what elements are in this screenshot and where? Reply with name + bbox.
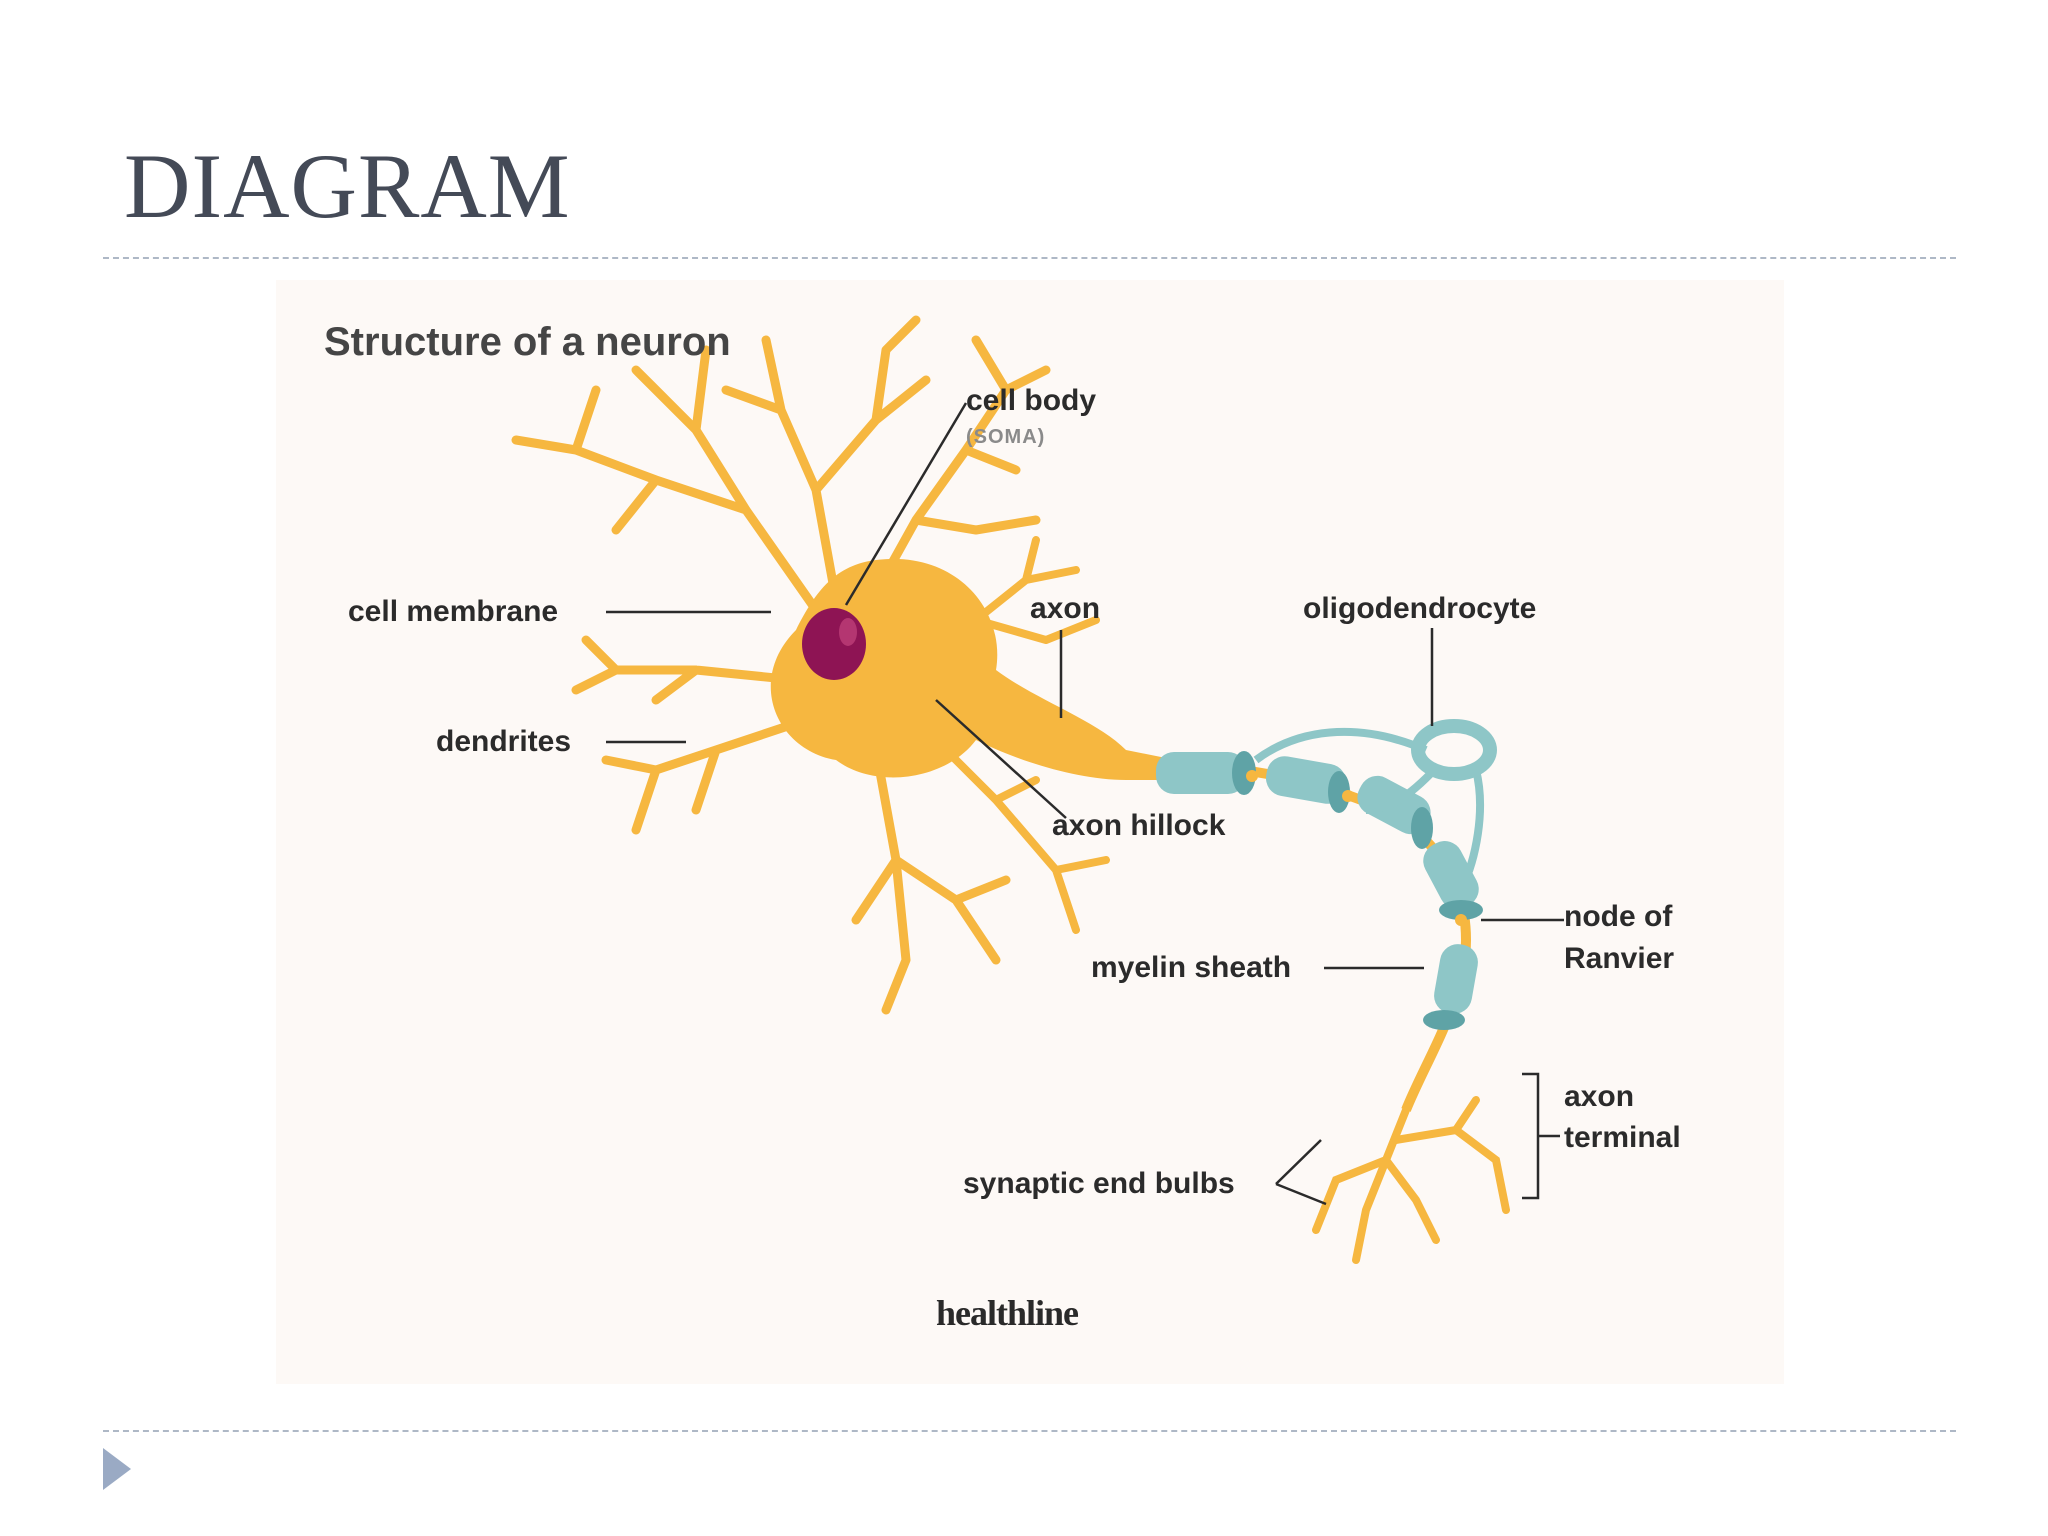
healthline-logo: healthline bbox=[936, 1293, 1079, 1333]
footer-divider bbox=[103, 1430, 1956, 1432]
label-synaptic-end-bulbs: synaptic end bulbs bbox=[963, 1167, 1235, 1200]
ranvier-nodes-graphic bbox=[1246, 770, 1467, 926]
bullet-arrow-icon bbox=[103, 1448, 131, 1490]
slide-title: DIAGRAM bbox=[124, 135, 571, 237]
label-node-of-ranvier-2: Ranvier bbox=[1564, 942, 1675, 975]
figure-title: Structure of a neuron bbox=[324, 320, 731, 364]
neuron-diagram: Structure of a neuron cell body (SOMA) c… bbox=[276, 280, 1784, 1384]
dendrites-graphic bbox=[511, 315, 1110, 1015]
leader-lines bbox=[606, 402, 1564, 1206]
oligodendrocyte-graphic bbox=[1253, 719, 1497, 892]
label-myelin-sheath: myelin sheath bbox=[1091, 951, 1292, 984]
label-oligodendrocyte: oligodendrocyte bbox=[1303, 592, 1537, 625]
myelin-sheath-graphic bbox=[1156, 751, 1483, 1030]
label-axon: axon bbox=[1030, 592, 1101, 625]
label-axon-terminal-2: terminal bbox=[1564, 1121, 1681, 1154]
label-cell-body: cell body bbox=[966, 384, 1097, 417]
label-dendrites: dendrites bbox=[436, 725, 572, 758]
label-axon-hillock: axon hillock bbox=[1052, 809, 1226, 842]
label-node-of-ranvier-1: node of bbox=[1564, 900, 1673, 933]
title-divider bbox=[103, 257, 1956, 259]
label-cell-membrane: cell membrane bbox=[348, 595, 559, 628]
nucleus-graphic bbox=[802, 608, 866, 680]
neuron-illustration bbox=[511, 315, 1564, 1264]
label-axon-terminal-1: axon bbox=[1564, 1080, 1635, 1113]
soma-graphic bbox=[770, 558, 1166, 780]
axon-terminal-graphic bbox=[1312, 1096, 1510, 1264]
label-soma: (SOMA) bbox=[966, 426, 1046, 448]
